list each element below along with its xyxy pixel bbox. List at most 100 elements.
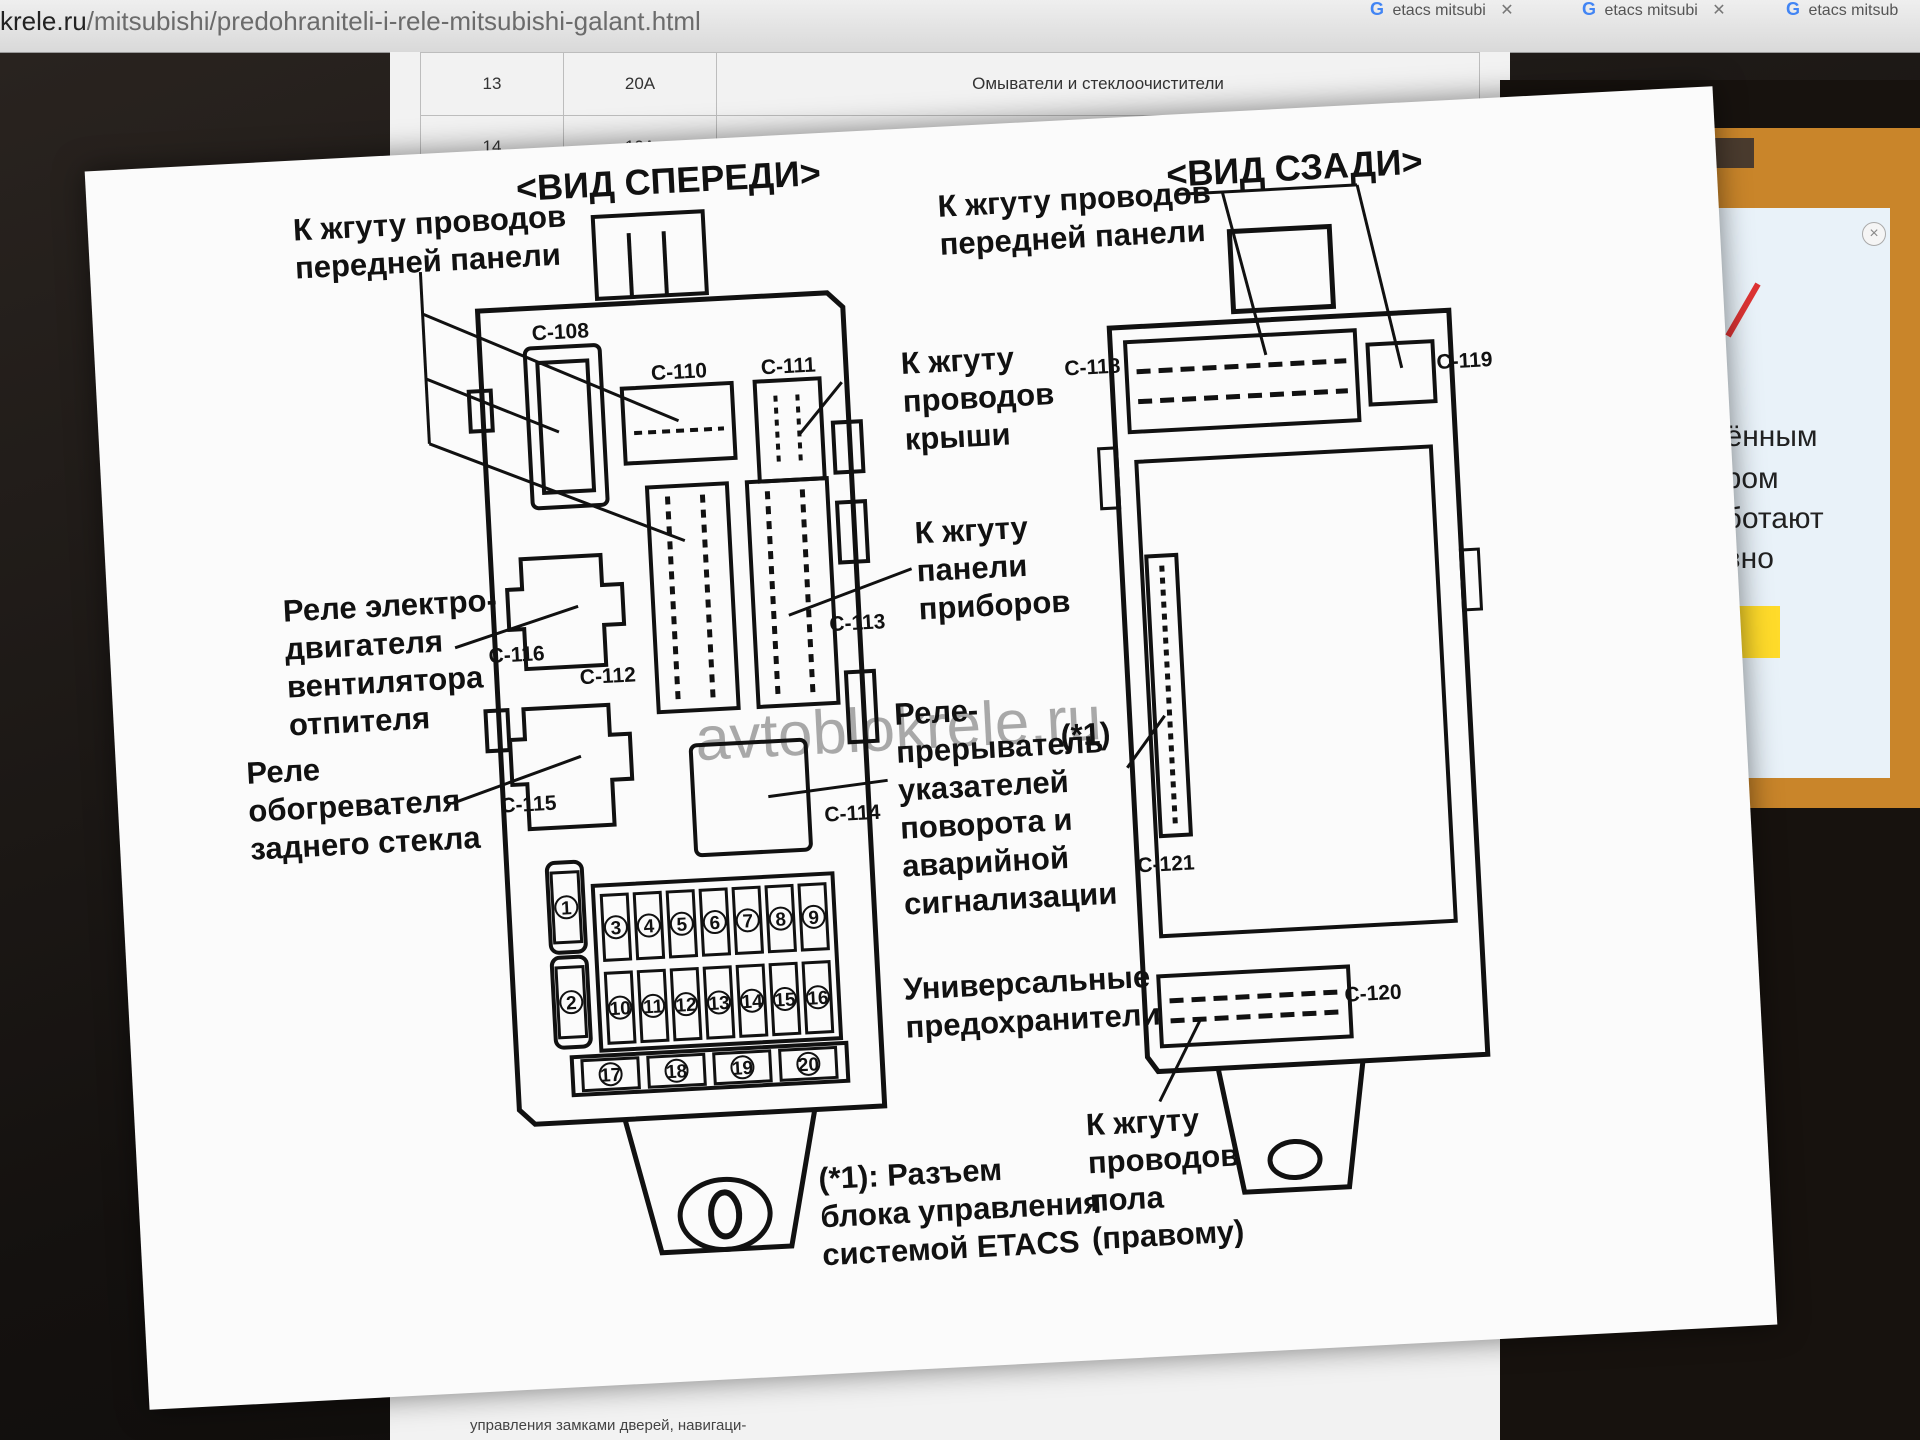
fuse-number: 15 <box>774 989 797 1011</box>
fuse-number-circle <box>598 1062 623 1087</box>
star-note-marker: (*1) <box>1060 716 1112 754</box>
fuse-number: 1 <box>561 898 573 920</box>
fuse-number: 8 <box>775 909 787 931</box>
fuse-number: 10 <box>609 998 631 1020</box>
turn-hazard-relay-label: указателей <box>897 764 1069 808</box>
connector-label: C-114 <box>824 801 881 827</box>
front-view-drawing <box>466 209 888 1256</box>
fuse-number-circle <box>707 990 732 1015</box>
close-tab-icon[interactable]: ✕ <box>1500 2 1514 19</box>
etacs-note: (*1): Разъем <box>817 1152 1002 1197</box>
google-icon: G <box>1370 0 1385 19</box>
blower-relay-label: отпителя <box>288 700 431 742</box>
connector-label: C-113 <box>829 610 886 636</box>
fuse-number-circle <box>730 1055 755 1080</box>
fuse-slot <box>702 965 736 1040</box>
turn-hazard-relay-label: Реле- <box>893 693 979 732</box>
fuse-number: 16 <box>807 988 829 1010</box>
fuse-number-circle <box>608 995 633 1020</box>
fuse-slot <box>632 890 666 961</box>
fuse-number: 4 <box>643 916 655 938</box>
browser-tab-2[interactable]: G etacs mitsubi ✕ <box>1582 0 1726 20</box>
fuse-number-circle <box>641 993 666 1018</box>
fuse-number-circle <box>603 915 628 940</box>
connector-label: C-110 <box>650 359 707 385</box>
browser-tab-1[interactable]: G etacs mitsubi ✕ <box>1370 0 1514 20</box>
url-host: krele.ru <box>0 6 87 36</box>
fuse-number: 9 <box>808 908 820 930</box>
fuse-number-circle <box>636 913 661 938</box>
fuse-number: 13 <box>708 993 730 1015</box>
connector-label: C-108 <box>531 319 590 345</box>
floor-harness-label: К жгуту <box>1085 1101 1201 1142</box>
close-tab-icon[interactable]: ✕ <box>1712 2 1726 19</box>
fuse-number: 3 <box>610 918 622 940</box>
fuse-number-circle <box>669 911 694 936</box>
fuse-number-circle <box>739 988 764 1013</box>
floor-harness-label: пола <box>1089 1179 1165 1218</box>
fuse-number-circle <box>554 895 579 920</box>
blower-relay-label: двигателя <box>284 623 444 666</box>
address-bar[interactable]: krele.ru/mitsubishi/predohraniteli-i-rel… <box>0 6 701 37</box>
tab-title: etacs mitsubi <box>1604 2 1698 19</box>
fuse-number-circle <box>796 1051 821 1076</box>
fuse-number: 18 <box>666 1061 688 1083</box>
fuse-number: 17 <box>600 1065 622 1087</box>
fuse-slot <box>778 1045 839 1082</box>
rear-leader-lines <box>1126 183 1404 1103</box>
connector-label: C-118 <box>1064 355 1121 381</box>
table-cell-number: 13 <box>420 52 564 116</box>
fuse-number: 7 <box>742 911 754 933</box>
fuse-slot <box>646 1052 707 1089</box>
background-page-text: управления замками дверей, навигаци- <box>470 1417 747 1434</box>
fuse-number-circle <box>664 1058 689 1083</box>
table-row: 13 20A Омыватели и стеклоочистители <box>420 52 1480 116</box>
browser-toolbar: krele.ru/mitsubishi/predohraniteli-i-rel… <box>0 0 1920 53</box>
tab-title: etacs mitsub <box>1808 2 1899 19</box>
connector-label: C-119 <box>1436 348 1493 374</box>
fuse-number-circle <box>772 986 797 1011</box>
fuse-number-circle <box>805 985 830 1010</box>
blower-relay-label: Реле электро- <box>282 583 498 629</box>
roof-harness-label: проводов <box>902 376 1055 419</box>
fuse-number: 5 <box>676 914 688 936</box>
fuse-number-circle <box>768 906 793 931</box>
fuse-slot <box>712 1049 773 1086</box>
browser-tab-3[interactable]: G etacs mitsub <box>1786 0 1898 20</box>
fuse-number-circle <box>674 992 699 1017</box>
fuse-number-circle <box>735 908 760 933</box>
front-leader-lines <box>418 271 913 805</box>
connector-label: C-115 <box>500 792 557 818</box>
close-icon[interactable]: × <box>1862 222 1886 246</box>
connector-label: C-111 <box>760 354 816 380</box>
blower-relay-label: вентилятора <box>286 659 485 704</box>
roof-harness-label: крыши <box>904 416 1012 456</box>
image-lightbox[interactable]: <ВИД СПЕРЕДИ> <ВИД СЗАДИ> К жгуту провод… <box>84 86 1778 1410</box>
fuse-number-circle <box>559 990 584 1015</box>
fuse-number: 2 <box>566 993 578 1015</box>
fuse-number: 14 <box>741 991 764 1013</box>
fuse-slot <box>549 870 584 945</box>
fuse-slot <box>636 968 670 1044</box>
instrument-harness-label: приборов <box>918 584 1071 627</box>
fuse-number: 20 <box>797 1054 819 1076</box>
fuse-slot <box>731 885 765 956</box>
instrument-harness-label: панели <box>916 548 1028 589</box>
fuse-slot <box>764 883 797 954</box>
fuse-slot <box>554 964 589 1040</box>
fuse-slot <box>599 892 633 962</box>
instrument-harness-label: К жгуту <box>914 510 1030 551</box>
fuse-slot <box>665 889 699 959</box>
google-icon: G <box>1786 0 1801 19</box>
roof-harness-label: К жгуту <box>900 340 1016 381</box>
connector-label: C-116 <box>488 642 545 668</box>
turn-hazard-relay-label: сигнализации <box>903 875 1118 921</box>
fuse-number: 12 <box>675 995 697 1017</box>
fuse-slot <box>669 966 703 1042</box>
fuse-number: 19 <box>731 1058 753 1080</box>
turn-hazard-relay-label: аварийной <box>901 840 1070 884</box>
fuse-slot <box>698 887 732 957</box>
connector-label: C-120 <box>1344 981 1402 1007</box>
fuse-number: 6 <box>709 913 721 935</box>
